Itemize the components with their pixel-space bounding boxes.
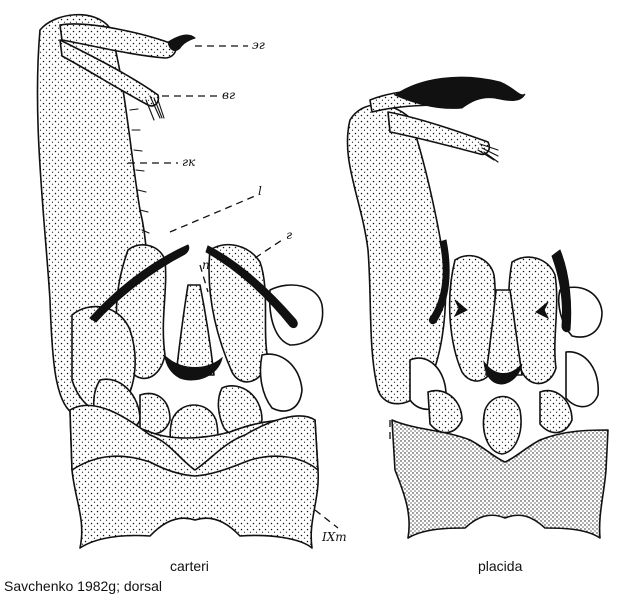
carteri-ninth-tergite-overlay — [69, 404, 319, 477]
placida-aedeagus — [485, 289, 523, 376]
placida-rod-right — [551, 249, 572, 333]
placida-drawing — [346, 76, 609, 539]
carteri-rod-right — [205, 245, 298, 329]
carteri-rod-left — [89, 244, 190, 323]
placida-ventral-lobe — [387, 111, 491, 156]
figure-caption: Savchenko 1982g; dorsal — [4, 578, 162, 594]
species-label-carteri: carteri — [170, 558, 209, 574]
label-vg: вг — [222, 88, 236, 102]
label-ixt: IXт — [322, 530, 347, 544]
carteri-gonostylus-claw — [167, 34, 196, 51]
placida-rod-left — [429, 239, 450, 325]
label-p: п — [202, 258, 210, 272]
label-g: г — [286, 228, 293, 242]
placida-crescent — [483, 360, 523, 385]
carteri-aedeagus — [175, 284, 215, 376]
placida-ninth-tergite — [391, 419, 609, 539]
placida-gonostylus-claw — [393, 76, 526, 109]
carteri-crescent — [164, 354, 223, 381]
carteri-drawing — [36, 13, 339, 549]
species-label-placida: placida — [478, 558, 523, 574]
placida-gonocoxite — [346, 104, 447, 405]
label-l: l — [258, 184, 262, 198]
label-gk: гк — [182, 155, 196, 169]
carteri-lateral-lobe-right2 — [259, 353, 303, 412]
label-eg: эг — [252, 38, 265, 52]
carteri-gonostylus — [59, 23, 177, 59]
carteri-lateral-lobe-right — [268, 284, 324, 346]
